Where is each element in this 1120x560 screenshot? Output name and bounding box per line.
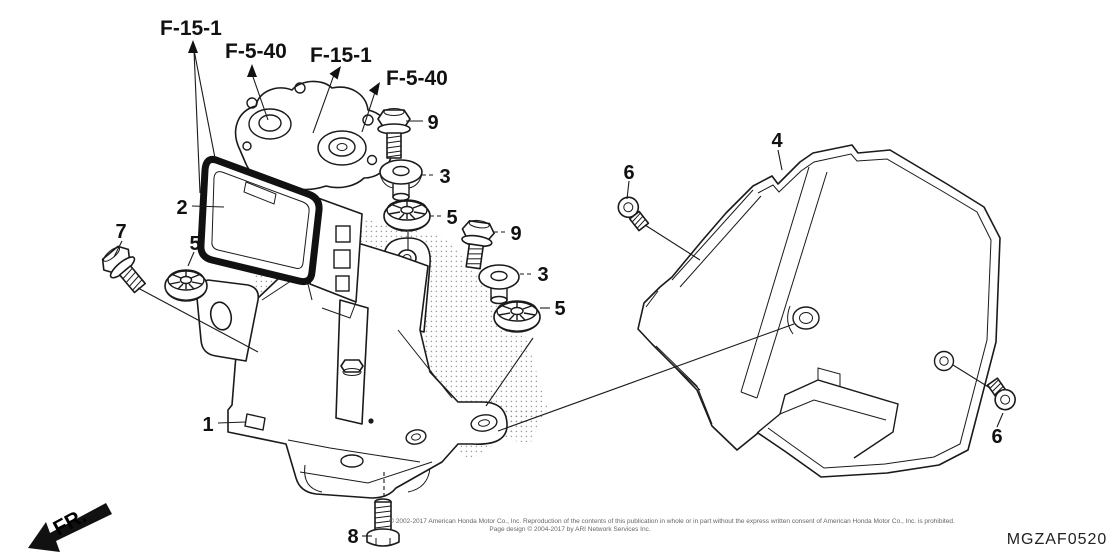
figure-ref-label: F-15-1 <box>310 44 372 67</box>
bracket-mount-hole <box>405 429 427 445</box>
callout-number: 1 <box>202 414 213 436</box>
rubber-grommet-lower <box>493 300 541 333</box>
front-direction-indicator: FR. <box>28 503 112 552</box>
callout-number: 6 <box>991 426 1002 448</box>
leader-lines <box>113 120 1004 537</box>
callout-number: 7 <box>115 221 126 243</box>
figure-reference-labels: F-15-1 F-5-40 F-15-1 F-5-40 <box>160 17 448 90</box>
modulator-bracket <box>196 237 508 499</box>
abs-modulator <box>197 80 394 319</box>
figure-reference-arrows <box>188 40 380 194</box>
copyright-line-1: © 2002-2017 American Honda Motor Co., In… <box>389 517 955 525</box>
diagram-code: MGZAF0520 <box>1007 531 1108 548</box>
figure-ref-label: F-5-40 <box>225 40 287 63</box>
bracket-stud-bolt <box>340 359 364 376</box>
figure-ref-label: F-5-40 <box>386 67 448 90</box>
modulator-front-face <box>197 156 323 286</box>
callout-number: 4 <box>771 130 783 152</box>
rubber-grommet-upper <box>383 199 431 232</box>
collar-washer-upper <box>379 159 423 202</box>
brake-pipe-port-1 <box>248 108 292 140</box>
socket-screw-left <box>617 196 650 232</box>
bracket-ear-hole <box>209 301 233 331</box>
cover-screw-hole <box>933 350 955 372</box>
collar-washer-lower <box>478 264 520 305</box>
callout-number: 3 <box>439 166 450 188</box>
callout-number: 9 <box>427 112 438 134</box>
callout-number: 5 <box>189 233 200 255</box>
bracket-right-ear-hole <box>470 414 498 432</box>
callout-number: 2 <box>176 197 187 219</box>
copyright-line-2: Page design © 2004-2017 by ARI Network S… <box>489 525 650 533</box>
brake-pipe-port-2 <box>317 130 367 166</box>
front-arrow-icon <box>28 503 112 552</box>
flange-bolt-left <box>101 245 147 294</box>
cover-mount-hole <box>787 305 820 335</box>
flange-bolt-lower <box>461 219 495 270</box>
socket-screw-right <box>986 377 1016 411</box>
callout-number: 9 <box>510 223 521 245</box>
callout-number: 5 <box>554 298 565 320</box>
flange-bolt-upper <box>377 108 411 159</box>
footer: © 2002-2017 American Honda Motor Co., In… <box>389 517 1108 548</box>
modulator-cover <box>637 144 1001 478</box>
flange-bolt-bottom <box>366 498 400 547</box>
callout-number: 8 <box>347 526 358 548</box>
callout-number: 5 <box>446 207 457 229</box>
callout-number: 3 <box>537 264 548 286</box>
rubber-grommet-left <box>164 269 208 302</box>
callout-numbers: 2 7 5 9 3 5 9 3 5 1 8 4 6 6 <box>115 112 1002 548</box>
callout-number: 6 <box>623 162 634 184</box>
figure-ref-label: F-15-1 <box>160 17 222 40</box>
